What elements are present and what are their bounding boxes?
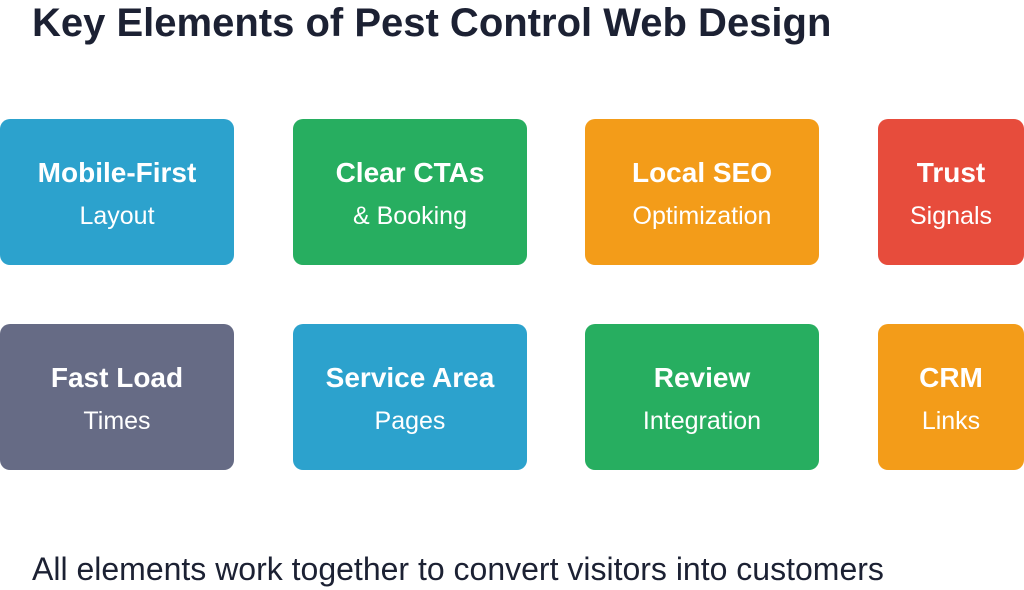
card-service-area: Service Area Pages [293, 324, 527, 470]
page-title: Key Elements of Pest Control Web Design [32, 1, 832, 45]
card-heading: Clear CTAs [335, 157, 485, 188]
card-subheading: Links [921, 407, 981, 435]
card-local-seo: Local SEO Optimization [585, 119, 819, 265]
card-trust-signals: Trust Signals [878, 119, 1024, 265]
card-subheading: Optimization [632, 202, 772, 230]
card-fast-load: Fast Load Times [0, 324, 234, 470]
card-subheading: & Booking [353, 202, 467, 230]
card-heading: Fast Load [50, 362, 184, 393]
card-subheading: Signals [910, 202, 992, 230]
card-subheading: Integration [642, 407, 762, 435]
card-subheading: Layout [79, 202, 155, 230]
card-heading: Mobile-First [37, 157, 197, 188]
footer-caption: All elements work together to convert vi… [32, 551, 884, 587]
card-heading: Review [653, 362, 751, 393]
card-mobile-first: Mobile-First Layout [0, 119, 234, 265]
card-crm-links: CRM Links [878, 324, 1024, 470]
card-subheading: Pages [374, 407, 446, 435]
card-heading: Trust [916, 157, 986, 188]
card-heading: CRM [919, 362, 983, 393]
card-heading: Service Area [325, 362, 495, 393]
card-review-integration: Review Integration [585, 324, 819, 470]
card-subheading: Times [83, 407, 151, 435]
card-heading: Local SEO [631, 157, 773, 188]
card-clear-ctas: Clear CTAs & Booking [293, 119, 527, 265]
